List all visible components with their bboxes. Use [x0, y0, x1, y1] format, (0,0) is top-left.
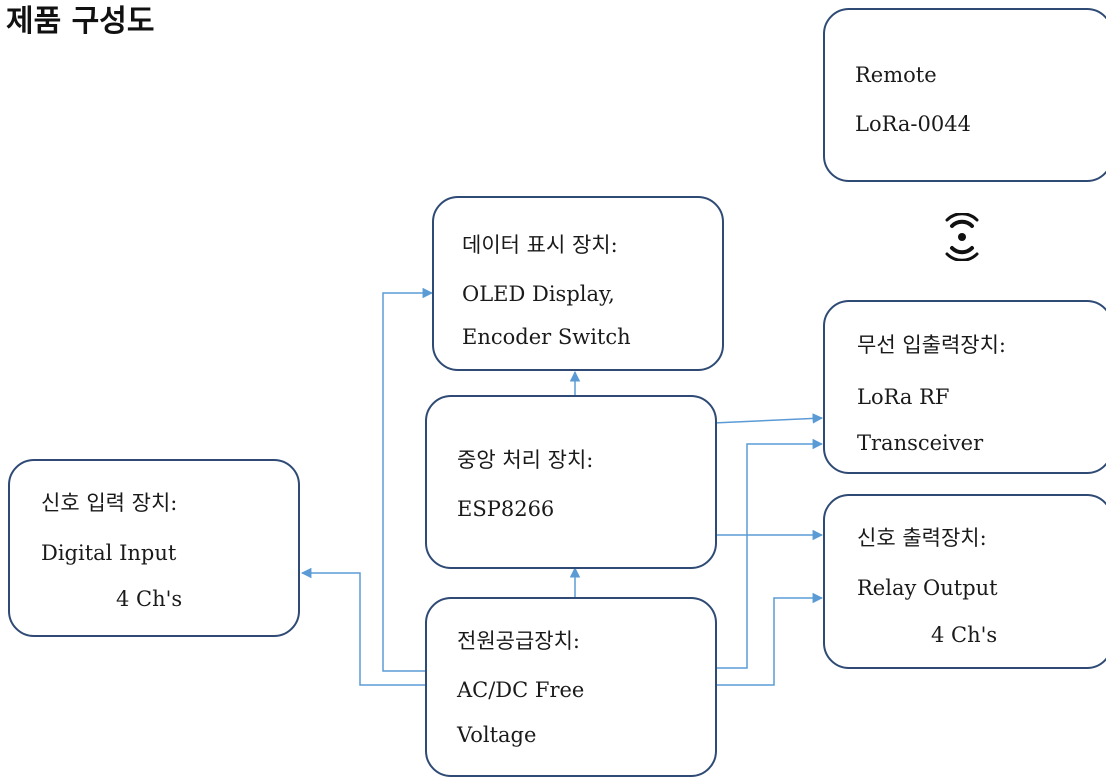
connector-cpu-to-radio [712, 413, 824, 424]
remote-line-2: LoRa-0044 [855, 112, 971, 136]
radio-line-2: LoRa RF [857, 385, 950, 409]
remote-line-1: Remote [855, 63, 937, 87]
display-box: 데이터 표시 장치: OLED Display, Encoder Switch [432, 196, 724, 371]
power-line-2: AC/DC Free [457, 678, 585, 702]
remote-box: Remote LoRa-0044 [823, 8, 1106, 182]
connector-power-to-input [300, 567, 428, 686]
input-line-1: 신호 입력 장치: [41, 491, 178, 515]
connector-power-to-output [713, 592, 824, 686]
power-box: 전원공급장치: AC/DC Free Voltage [425, 597, 717, 777]
output-box: 신호 출력장치: Relay Output 4 Ch's [823, 494, 1106, 669]
input-line-3: 4 Ch's [116, 587, 183, 611]
power-line-1: 전원공급장치: [457, 629, 580, 653]
connector-power-to-display [382, 287, 434, 672]
wireless-signal-icon [945, 213, 979, 261]
connector-power-to-radio [713, 438, 824, 669]
cpu-line-1: 중앙 처리 장치: [457, 448, 594, 472]
power-line-3: Voltage [457, 723, 537, 747]
radio-box: 무선 입출력장치: LoRa RF Transceiver [823, 300, 1106, 474]
output-line-3: 4 Ch's [931, 623, 998, 647]
diagram-title: 제품 구성도 [6, 4, 155, 39]
display-line-1: 데이터 표시 장치: [462, 233, 618, 257]
cpu-box: 중앙 처리 장치: ESP8266 [425, 395, 717, 569]
output-line-1: 신호 출력장치: [857, 526, 987, 550]
input-box: 신호 입력 장치: Digital Input 4 Ch's [8, 459, 300, 637]
input-line-2: Digital Input [41, 541, 177, 565]
display-line-3: Encoder Switch [462, 325, 631, 349]
radio-line-3: Transceiver [857, 431, 984, 455]
output-line-2: Relay Output [857, 576, 998, 600]
radio-line-1: 무선 입출력장치: [857, 333, 1006, 357]
cpu-line-2: ESP8266 [457, 497, 555, 521]
display-line-2: OLED Display, [462, 282, 615, 306]
